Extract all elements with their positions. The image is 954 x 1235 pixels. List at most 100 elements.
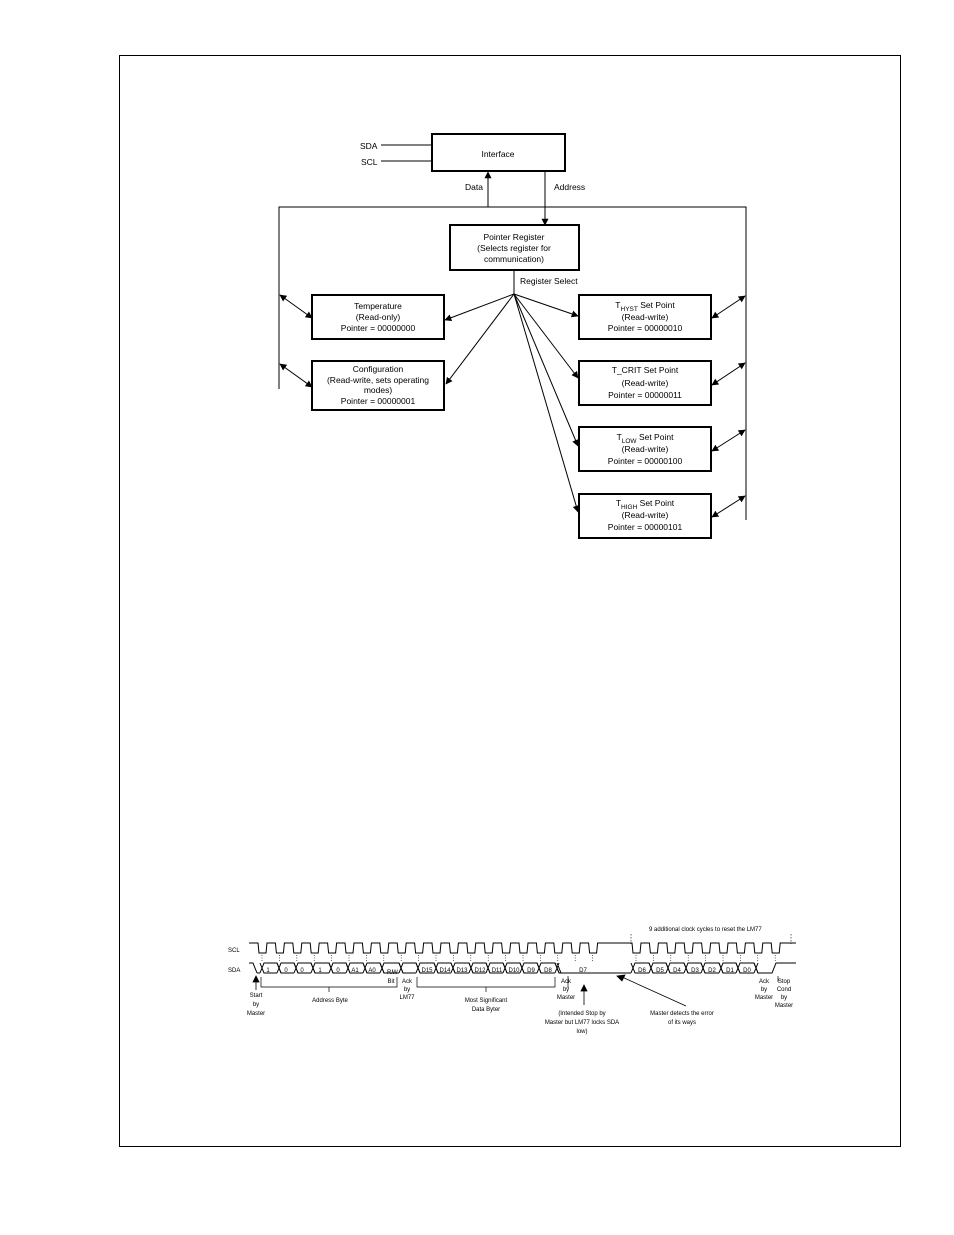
address-byte-bracket [260,977,398,988]
rw-bit-2: W [392,970,398,976]
d7-bit: D7 [579,968,587,974]
data-bit-2: D13 [456,968,468,974]
tlow-box [578,426,712,472]
tcrit-line2: (Read-write) [622,378,669,388]
low-bit-3: D3 [691,968,699,974]
stop-line4: Master [775,1003,793,1009]
thyst-title: THYST Set Point [615,300,675,313]
addr-bit-3: 1 [318,968,322,974]
select-arrow-thigh [513,293,580,513]
scl-pin-label: SCL [361,157,378,167]
ack-master-line3: Master [557,995,575,1001]
start-arrow-head [252,975,260,983]
tlow-line3: Pointer = 00000100 [608,456,683,466]
scl-label: SCL [228,948,240,954]
select-arrow-thyst [513,293,579,318]
ack-master-line1: Ack [561,979,572,985]
bus-arrow-tcrit [711,362,746,386]
detect-arrow-line [621,976,687,1007]
thyst-sub: HYST [621,306,638,313]
ack-master2-line1: Ack [759,979,770,985]
addr-bit-4: 0 [336,968,340,974]
configuration-line2: (Read-write, sets operating [327,375,429,385]
sda-waveform-low [257,962,796,974]
temperature-box [311,294,445,340]
scl-waveform [249,942,796,954]
tcrit-line3: Pointer = 00000011 [608,390,682,400]
temperature-line1: Temperature [354,301,402,311]
interface-box [431,133,566,172]
ack-lm77-line2: by [404,987,410,993]
addr-bit-6: A0 [368,968,376,974]
tlow-sub: LOW [622,438,638,445]
start-line2: by [253,1002,259,1008]
low-bit-1: D5 [656,968,664,974]
thigh-rest: Set Point [637,498,674,508]
stop-line1: Stop [778,979,791,985]
configuration-line4: Pointer = 00000001 [341,396,416,406]
tlow-title: TLOW Set Point [617,432,675,445]
register-select-label: Register Select [520,276,578,286]
ack-master-line2: by [563,987,569,993]
low-bit-4: D2 [708,968,716,974]
thigh-sub: HIGH [621,504,638,511]
msb-bracket [416,977,556,988]
select-arrow-temperature [444,293,515,322]
data-bit-6: D9 [527,968,535,974]
addr-bit-2: 0 [300,968,304,974]
sda-pin-label: SDA [360,141,378,151]
thyst-line3: Pointer = 00000010 [608,323,683,333]
msb-line2: Data Byter [472,1007,500,1013]
bus-arrow-configuration [279,363,313,388]
thigh-line3: Pointer = 00000101 [608,522,683,532]
stop-arrow-head [580,984,588,992]
intended-stop-line1: (Intended Stop by [558,1011,605,1017]
bus-arrow-tlow [711,429,746,452]
data-label: Data [465,182,483,192]
bus-double-arrows [279,294,746,518]
addr-bit-0: 1 [266,968,270,974]
low-bit-6: D0 [743,968,751,974]
rw-bit-1: R/ [387,970,393,976]
register-select-arrows [444,293,580,513]
select-arrow-tcrit [513,293,579,379]
tcrit-box [578,360,712,406]
low-bit-0: D6 [638,968,646,974]
temperature-line2: (Read-only) [356,312,401,322]
select-arrow-tlow [513,293,579,447]
tcrit-line1: T_CRIT Set Point [612,365,679,375]
bus-arrow-temperature [279,294,313,319]
address-byte-label: Address Byte [312,998,348,1004]
configuration-line1: Configuration [353,364,404,374]
ack-lm77-line3: LM77 [399,995,415,1001]
msb-line1: Most Significant [465,998,508,1004]
stop-line3: by [781,995,787,1001]
intended-stop-line2: Master but LM77 locks SDA [545,1020,619,1026]
low-bit-5: D1 [726,968,734,974]
annotation-brackets [260,976,779,992]
master-detects-line2: of its ways [668,1020,696,1026]
bus-arrow-thigh [711,495,746,518]
bus-arrow-thyst [711,295,746,319]
data-bit-3: D12 [474,968,486,974]
tlow-rest: Set Point [637,432,674,442]
data-bit-1: D14 [439,968,451,974]
thyst-line2: (Read-write) [622,312,669,322]
thigh-title: THIGH Set Point [616,498,675,511]
annotation-arrows [252,974,687,1007]
master-detects-line1: Master detects the error [650,1011,714,1017]
start-line1: Start [250,993,263,999]
start-line3: Master [247,1011,265,1017]
thigh-t: T [616,498,621,508]
stop-line2: Cond [777,987,791,993]
addr-bit-1: 0 [284,968,288,974]
pointer-register-line3: communication) [484,254,544,264]
sda-bit-labels: 1 0 0 1 0 A1 A0 R/ W Bit D15 D14 D13 D12… [266,968,751,985]
configuration-line3: modes) [364,385,393,395]
data-bit-7: D8 [544,968,552,974]
address-label: Address [554,182,585,192]
interface-label: Interface [481,149,514,159]
configuration-box [311,360,445,411]
